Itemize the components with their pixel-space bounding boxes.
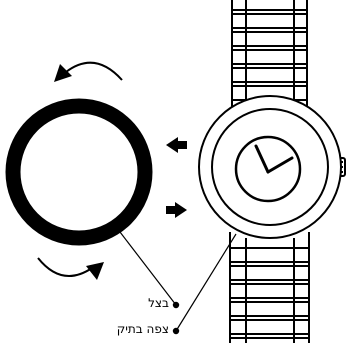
watch-case bbox=[199, 96, 345, 238]
arrow-right-icon bbox=[166, 202, 187, 218]
leader-lines bbox=[120, 232, 236, 334]
lower-bracelet-links bbox=[230, 248, 309, 338]
upper-bracelet-links bbox=[232, 10, 307, 100]
detached-bezel bbox=[13, 106, 145, 238]
arrow-left-icon bbox=[166, 137, 187, 153]
curved-arrow-icon bbox=[38, 258, 104, 280]
curved-arrow-icon bbox=[54, 63, 122, 82]
case-cover-label: צפה בתיק bbox=[117, 322, 169, 336]
bezel-label: בצל bbox=[148, 296, 169, 310]
